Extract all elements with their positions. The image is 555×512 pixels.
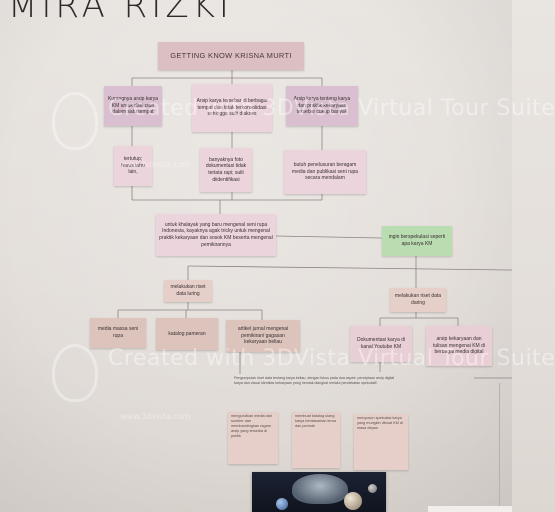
bottom-text-2: katalog pameran <box>168 330 206 337</box>
photo-planet-grey <box>368 484 377 493</box>
photo-wing-shape <box>292 474 348 504</box>
mindmap-title: GETTING KNOW KRISNA MURTI <box>158 42 304 70</box>
space-photo-print <box>252 472 386 512</box>
middle-left-card: untuk khalayak yang baru mengenal seni r… <box>156 214 276 256</box>
middle-left-text: untuk khalayak yang baru mengenal seni r… <box>159 221 273 248</box>
level1-text-3: Arsip karya tentang karya dan praktik ke… <box>293 95 351 116</box>
note-text-1: mengurutkan media dari sumber dan memban… <box>231 414 272 438</box>
level1-card-1: Kurangnya arsip karya KM untuk ditelusur… <box>104 86 162 126</box>
bottom-text-3: artikel jurnal mengenai pemikiran/ gagas… <box>237 325 289 346</box>
level1-text-2: Arsip karya tersebar di berbagai tempat … <box>196 97 268 118</box>
photo-planet-blue <box>276 498 288 510</box>
middle-right-card: ingin berspekulasi seperti apa karya KM <box>382 226 452 256</box>
watermark-logo-icon <box>52 92 98 150</box>
bottom-text-5: arsip kekaryaan dan tulisan mengenai KM … <box>433 335 485 356</box>
note-card-1: mengurutkan media dari sumber dan memban… <box>228 412 278 464</box>
mindmap-caption: Pengumpulan riset data tentang karya bel… <box>234 376 395 385</box>
level2-card-3: butuh penelusuran beragam media dan publ… <box>284 150 366 194</box>
mindmap-connectors <box>117 70 513 379</box>
level2-card-2: banyaknya foto dokumentasi tidak tertata… <box>200 148 252 192</box>
bottom-card-3: artikel jurnal mengenai pemikiran/ gagas… <box>226 320 300 352</box>
bottom-card-2: katalog pameran <box>156 318 218 350</box>
middle-right-text: ingin berspekulasi seperti apa karya KM <box>388 234 446 247</box>
level2-text-1: tertutup; harus tahu lain, <box>121 155 145 176</box>
bottom-text-1: media massa seni rupa <box>97 326 139 339</box>
watermark-logo-icon <box>52 344 98 402</box>
note-card-2: membuat katalog ulang karya berdasarkan … <box>292 412 340 468</box>
level2-card-1: tertutup; harus tahu lain, <box>114 146 152 186</box>
level2-text-2: banyaknya foto dokumentasi tidak tertata… <box>205 156 247 183</box>
floor-strip <box>428 506 512 512</box>
level2-text-3: butuh penelusuran beragam media dan publ… <box>291 161 359 182</box>
level1-card-2: Arsip karya tersebar di berbagai tempat … <box>192 84 272 132</box>
bottom-card-1: media massa seni rupa <box>90 318 146 348</box>
bottom-card-5: arsip kekaryaan dan tulisan mengenai KM … <box>426 326 492 366</box>
mindmap-title-text: GETTING KNOW KRISNA MURTI <box>170 50 292 60</box>
note-text-2: membuat katalog ulang karya berdasarkan … <box>295 414 336 428</box>
bottom-card-4: Dokumentasi karya di kanal Youtube KM <box>350 326 412 362</box>
bottom-text-4: Dokumentasi karya di kanal Youtube KM <box>356 337 406 350</box>
photo-planet-beige <box>344 492 362 510</box>
riset-luring-text: melakukan riset data luring <box>170 284 206 297</box>
level1-text-1: Kurangnya arsip karya KM untuk ditelusur… <box>107 95 159 116</box>
level1-card-3: Arsip karya tentang karya dan praktik ke… <box>286 86 358 126</box>
riset-daring-card: melakukan riset data daring <box>390 288 446 312</box>
note-card-3: menyusun spekulasi karya yang mungkin di… <box>354 414 408 470</box>
note-text-3: menyusun spekulasi karya yang mungkin di… <box>357 416 403 430</box>
riset-daring-text: melakukan riset data daring <box>394 293 442 306</box>
wall-panel-edge <box>499 383 500 512</box>
riset-luring-card: melakukan riset data luring <box>164 280 212 302</box>
wall-title: MIRA RIZKI <box>8 0 233 26</box>
